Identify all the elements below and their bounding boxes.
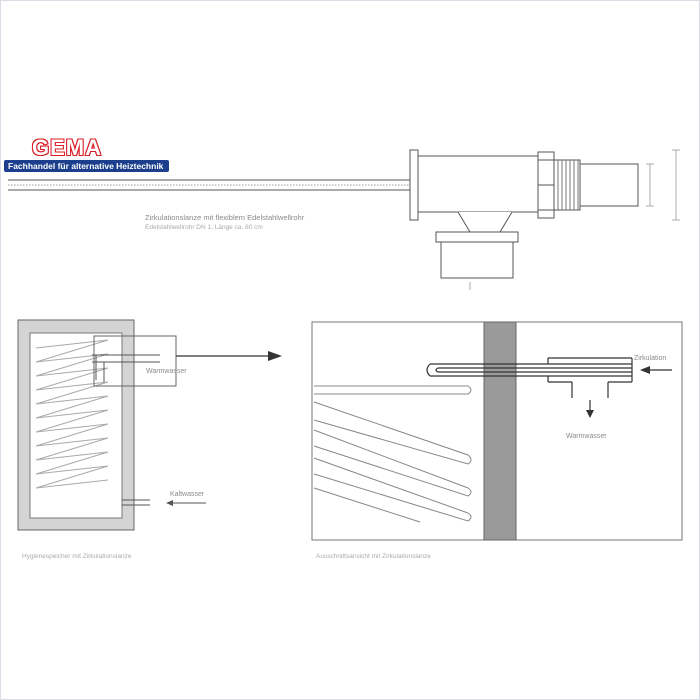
detail-view	[311, 321, 683, 541]
corrugated-hose	[8, 179, 412, 191]
zoom-callout	[93, 335, 282, 387]
tee-branch	[457, 211, 513, 233]
logo-tagline: Fachhandel für alternative Heiztechnik	[4, 160, 170, 172]
detail-lance	[426, 357, 633, 398]
cold-water-inlet	[122, 499, 150, 506]
tank-hot-label: Warmwasser	[146, 368, 187, 375]
tank-wall	[483, 321, 517, 541]
tank-coil	[35, 339, 109, 489]
cold-water-arrow	[166, 500, 206, 506]
hot-water-arrow	[586, 400, 594, 418]
flange-body	[417, 155, 539, 213]
circulation-arrow	[640, 366, 672, 374]
pipe-end	[579, 163, 639, 207]
detail-coil	[313, 385, 472, 523]
storage-tank	[17, 319, 206, 531]
tee-socket	[440, 241, 514, 279]
tank-caption: Hygienespeicher mit Zirkulationslanze	[22, 553, 132, 560]
zoom-arrow-icon	[268, 351, 282, 361]
tank-cold-label: Kaltwasser	[170, 491, 205, 498]
detail-caption: Ausschnittsansicht mit Zirkulationslanze	[316, 553, 431, 560]
gema-logo: GEMA	[31, 135, 102, 160]
circulation-lance-drawing	[8, 149, 680, 290]
tee-collar	[435, 231, 519, 243]
detail-hot-label: Warmwasser	[566, 433, 607, 440]
flange-caption: Zirkulationslanze mit flexiblem Edelstah…	[145, 213, 305, 222]
flange-plate-left	[409, 149, 419, 221]
dimension-lines	[469, 149, 680, 290]
flange-subcaption: Edelstahlwellrohr DN 1, Länge ca. 80 cm	[145, 224, 263, 231]
detail-circulation-label: Zirkulation	[634, 355, 667, 362]
